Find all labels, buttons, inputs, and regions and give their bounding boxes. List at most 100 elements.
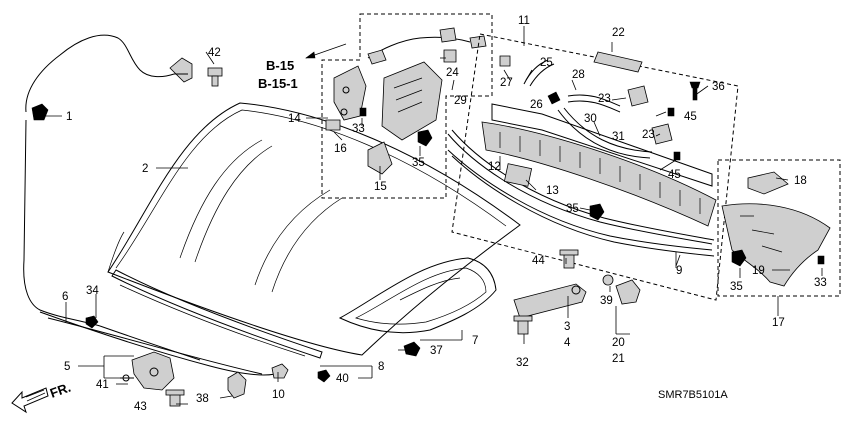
leader-lines (44, 26, 823, 405)
reference-arrow (305, 43, 347, 59)
callout-26: 26 (530, 99, 543, 111)
jet-22 (593, 51, 643, 73)
front-direction-arrow (11, 387, 49, 414)
callout-32: 32 (516, 357, 529, 369)
joint-27 (499, 55, 511, 67)
bolt-32 (513, 315, 533, 335)
callout-35c: 35 (730, 281, 743, 293)
callout-28: 28 (572, 69, 585, 81)
group-box-right (717, 159, 841, 297)
callout-22: 22 (612, 27, 625, 39)
callout-20: 20 (612, 337, 625, 349)
cable-clip (31, 103, 49, 121)
callout-42: 42 (208, 47, 221, 59)
clip-33-right (817, 255, 825, 265)
latch-38 (227, 371, 247, 399)
hood-panel (107, 102, 521, 356)
bolt-44 (559, 249, 579, 269)
callout-43: 43 (134, 401, 147, 413)
callout-30: 30 (584, 113, 597, 125)
bracket-15 (367, 141, 393, 175)
jet-23b (651, 123, 673, 145)
hinge-left (325, 65, 367, 131)
bolt-43 (165, 389, 185, 407)
callout-45b: 45 (668, 169, 681, 181)
callout-10: 10 (272, 389, 285, 401)
vent-13 (503, 163, 533, 187)
clip-34 (85, 315, 99, 329)
callout-33b: 33 (814, 277, 827, 289)
callout-45a: 45 (684, 111, 697, 123)
callout-17: 17 (772, 317, 785, 329)
clip-36 (689, 81, 701, 101)
hood-seal (111, 269, 323, 359)
callout-9: 9 (676, 265, 682, 277)
callout-21: 21 (612, 353, 625, 365)
cable-end-10 (271, 363, 289, 379)
callout-23b: 23 (642, 129, 655, 141)
clip-40 (317, 369, 331, 383)
bolt-39 (602, 274, 614, 286)
group-box-cowl (451, 33, 739, 301)
cover-panel-29 (381, 61, 443, 141)
seal-9 (447, 149, 715, 257)
hose-30-31 (557, 107, 653, 159)
callout-27: 27 (500, 77, 513, 89)
diagram-code: SMR7B5101A (658, 389, 728, 401)
callout-7: 7 (472, 335, 478, 347)
callout-33a: 33 (352, 123, 365, 135)
callout-38: 38 (196, 393, 209, 405)
callout-40: 40 (336, 373, 349, 385)
callout-5: 5 (64, 361, 70, 373)
callout-13: 13 (546, 185, 559, 197)
washer-tube (367, 27, 487, 65)
callout-1: 1 (66, 111, 72, 123)
callout-16: 16 (334, 143, 347, 155)
callout-18: 18 (794, 175, 807, 187)
bolt-33-upper (359, 107, 367, 117)
callout-25: 25 (540, 57, 553, 69)
callout-8: 8 (378, 361, 384, 373)
reference-label-b15-1: B-15-1 (258, 76, 298, 91)
callout-37: 37 (430, 345, 443, 357)
cowl-top (481, 103, 717, 227)
callout-24: 24 (446, 67, 459, 79)
callout-4: 4 (564, 337, 571, 349)
hood-inner-frame (338, 257, 497, 334)
cover-18 (747, 171, 789, 195)
bolt-42 (207, 67, 223, 87)
clip-35-cowl (589, 203, 605, 221)
callout-15: 15 (374, 181, 387, 193)
cowl-side-19 (721, 203, 831, 287)
hose-28 (567, 94, 621, 113)
callout-2: 2 (142, 163, 148, 175)
cap-20 (615, 279, 641, 305)
striker (513, 283, 587, 319)
callout-35b: 35 (566, 203, 579, 215)
callout-34: 34 (86, 285, 99, 297)
callout-36: 36 (712, 81, 725, 93)
grommet-35-upper (417, 129, 433, 147)
callout-14: 14 (288, 113, 301, 125)
callout-35a: 35 (412, 157, 425, 169)
callout-29: 29 (454, 95, 467, 107)
hose-25 (523, 59, 555, 87)
callout-3: 3 (564, 321, 570, 333)
rod-6 (47, 317, 263, 375)
clip-37 (403, 341, 421, 357)
front-direction-label: FR. (48, 380, 73, 401)
reference-label-b15: B-15 (266, 58, 294, 73)
clip-45b (673, 151, 681, 161)
callout-11: 11 (518, 15, 530, 27)
joint-26 (547, 91, 561, 105)
cable-end-bracket (169, 57, 193, 83)
callout-19: 19 (752, 265, 765, 277)
callout-44: 44 (532, 255, 545, 267)
callout-6: 6 (62, 291, 68, 303)
callout-39: 39 (600, 295, 613, 307)
callout-12: 12 (488, 161, 501, 173)
callout-23a: 23 (598, 93, 611, 105)
jet-23a (627, 85, 649, 107)
